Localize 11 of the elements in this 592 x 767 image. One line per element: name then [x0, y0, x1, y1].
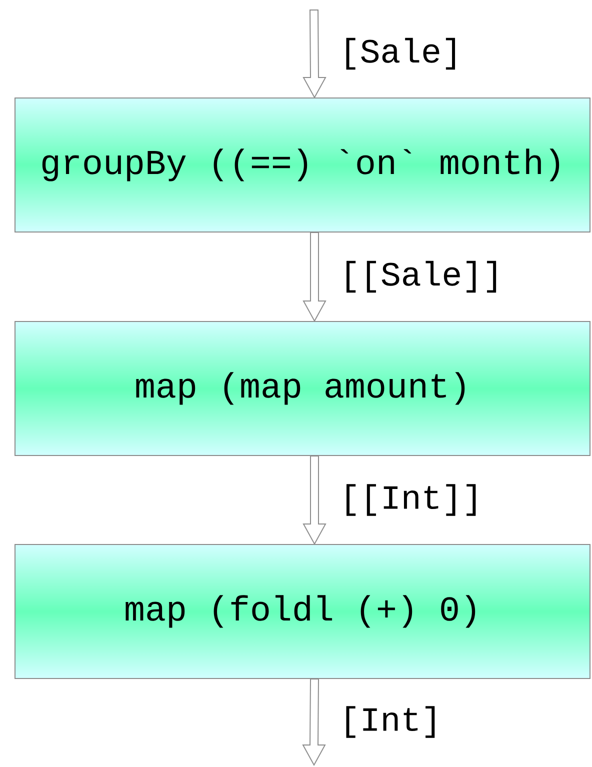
edge-label: [[Sale]]: [346, 260, 496, 293]
edge-label: [Int]: [346, 706, 435, 738]
arrow: [302, 456, 326, 546]
edge-label: [Sale]: [346, 38, 456, 70]
process-box: map (map amount): [14, 321, 590, 456]
process-box: groupBy ((==) `on` month): [14, 98, 590, 232]
process-box: map (foldl (+) 0): [14, 544, 590, 679]
arrow: [302, 10, 326, 99]
arrow: [302, 232, 326, 322]
edge-label: [[Int]]: [346, 484, 476, 516]
arrow: [302, 678, 326, 766]
